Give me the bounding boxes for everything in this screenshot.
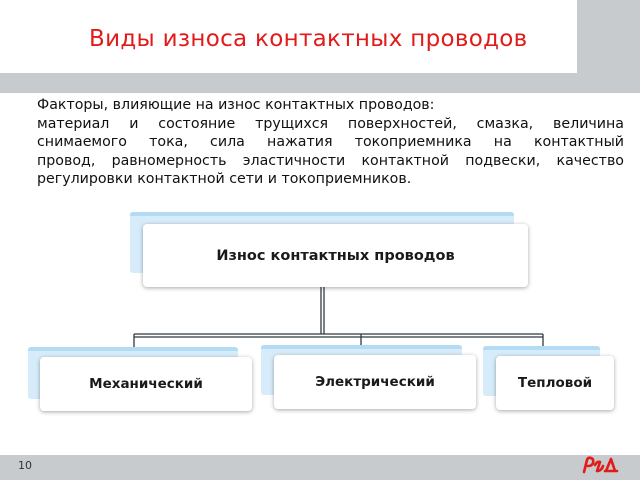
header-title-area [0,0,577,73]
child-node-3: Тепловой [496,356,614,410]
factors-line-4: регулировки контактной сети и токоприемн… [37,171,412,188]
factors-text: Факторы, влияющие на износ контактных пр… [37,96,624,189]
factors-heading: Факторы, влияющие на износ контактных пр… [37,97,435,113]
slide-title: Виды износа контактных проводов [89,26,528,52]
factors-line-2: снимаемого тока, сила нажатия токоприемн… [37,134,624,151]
child-node-3-label: Тепловой [517,375,593,391]
child-node-2-label: Электрический [315,374,435,390]
rzd-logo [582,456,619,474]
factors-line-3: провод, равномерность эластичности конта… [37,152,624,169]
child-node-1: Механический [40,357,252,411]
root-node-label: Износ контактных проводов [216,247,455,264]
factors-line-1: материал и состояние трущихся поверхност… [37,115,624,132]
page-number: 10 [18,459,32,472]
footer-band [0,455,640,480]
child-node-1-label: Механический [89,376,203,392]
child-node-2: Электрический [274,355,476,409]
root-node: Износ контактных проводов [143,224,528,287]
